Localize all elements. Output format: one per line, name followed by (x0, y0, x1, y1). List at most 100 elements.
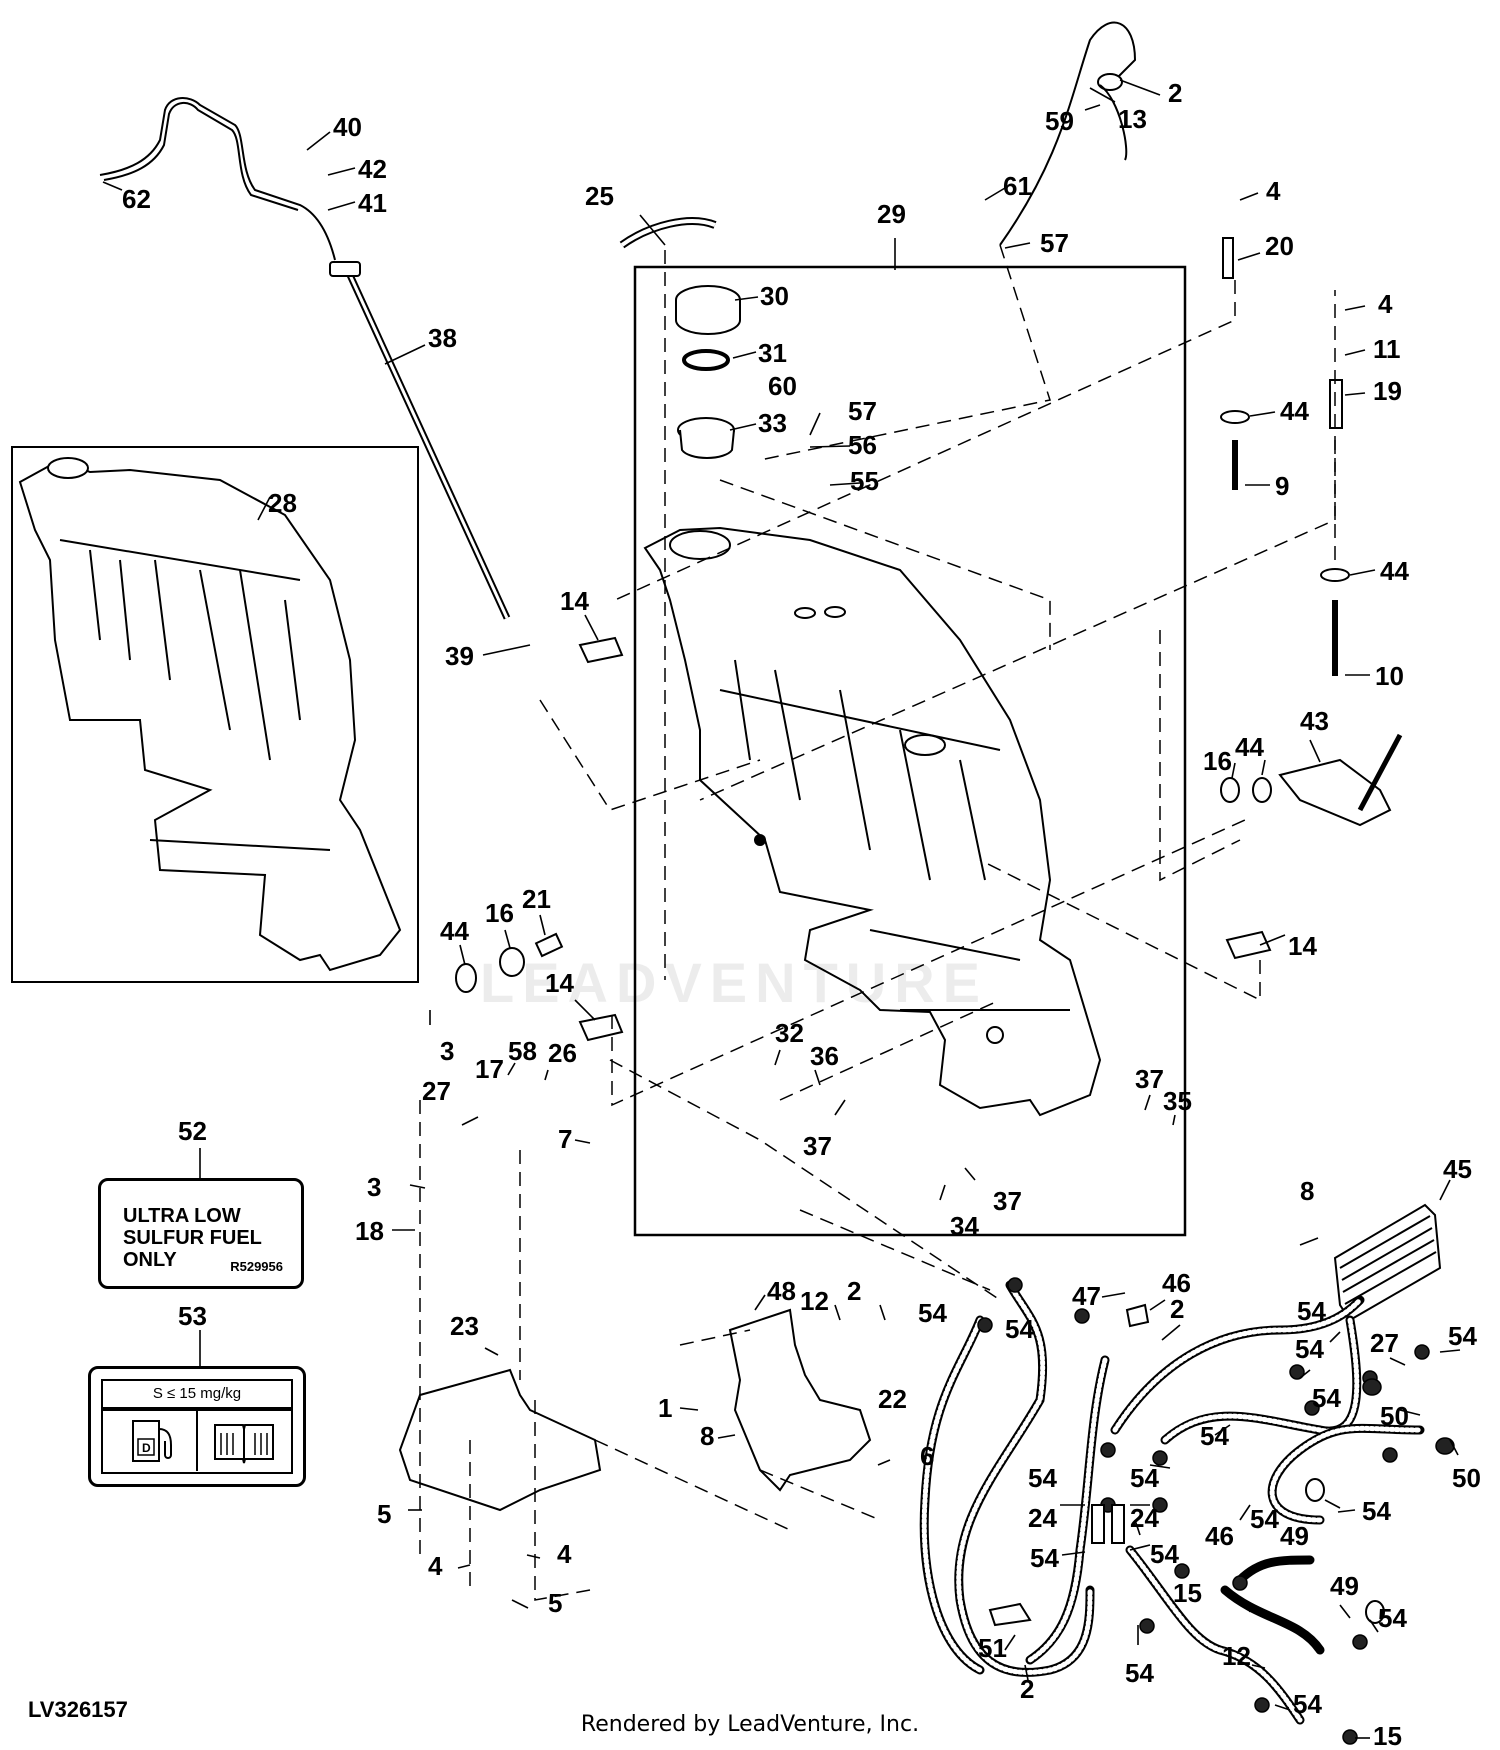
callout-61: 61 (1003, 171, 1032, 201)
callout-54: 54 (1297, 1296, 1326, 1326)
callout-12: 12 (1222, 1641, 1251, 1671)
callout-labels: 2 13 59 61 57 40 42 41 62 38 25 29 30 31… (122, 78, 1481, 1750)
callout-32: 32 (775, 1018, 804, 1048)
callout-12: 12 (800, 1286, 829, 1316)
callout-35: 35 (1163, 1086, 1192, 1116)
fuel-cap-30 (675, 285, 741, 335)
callout-14: 14 (545, 968, 574, 998)
callout-54: 54 (1362, 1496, 1391, 1526)
callout-5: 5 (548, 1588, 562, 1618)
callout-56: 56 (848, 430, 877, 460)
decal-part-number: R529956 (230, 1259, 283, 1274)
callout-10: 10 (1375, 661, 1404, 691)
callout-8: 8 (1300, 1176, 1314, 1206)
callout-13: 13 (1118, 104, 1147, 134)
callout-44: 44 (1235, 732, 1264, 762)
callout-18: 18 (355, 1216, 384, 1246)
dipstick-38 (329, 261, 511, 620)
callout-2: 2 (847, 1276, 861, 1306)
callout-15: 15 (1173, 1578, 1202, 1608)
callout-54: 54 (1130, 1463, 1159, 1493)
fuel-hoses (919, 1280, 1425, 1725)
decal-line-3: ONLY (123, 1249, 177, 1271)
callout-54: 54 (1312, 1383, 1341, 1413)
watermark-text: LEADVENTURE (480, 951, 989, 1014)
callout-16: 16 (485, 898, 514, 928)
spacer-21 (534, 932, 564, 958)
callout-20: 20 (1265, 231, 1294, 261)
decal-line-1: ULTRA LOW (123, 1205, 241, 1227)
callout-53: 53 (178, 1301, 207, 1331)
callout-44: 44 (440, 916, 469, 946)
callout-27: 27 (422, 1076, 451, 1106)
callout-45: 45 (1443, 1154, 1472, 1184)
callout-54: 54 (1030, 1543, 1059, 1573)
pad-14-left (578, 636, 624, 664)
decal-sulfur-spec: S ≤ 15 mg/kg D (88, 1366, 306, 1487)
callout-16: 16 (1203, 746, 1232, 776)
callout-37: 37 (993, 1186, 1022, 1216)
diesel-pump-icon: D (132, 1420, 172, 1462)
callout-14: 14 (560, 586, 589, 616)
callout-36: 36 (810, 1041, 839, 1071)
callout-54: 54 (1295, 1334, 1324, 1364)
callout-49: 49 (1330, 1571, 1359, 1601)
callout-57: 57 (1040, 228, 1069, 258)
callout-47: 47 (1072, 1281, 1101, 1311)
washer-44 (455, 963, 477, 993)
callout-41: 41 (358, 188, 387, 218)
callout-4: 4 (1266, 176, 1281, 206)
callout-34: 34 (950, 1211, 979, 1241)
callout-54: 54 (1005, 1314, 1034, 1344)
manual-book-icon (214, 1424, 274, 1464)
callout-43: 43 (1300, 706, 1329, 736)
hose-clamps-54 (977, 1277, 1430, 1745)
figure-id: LV326157 (28, 1697, 128, 1722)
callout-21: 21 (522, 884, 551, 914)
callout-11: 11 (1373, 334, 1401, 364)
callout-5: 5 (377, 1499, 391, 1529)
decal-spec-text: S ≤ 15 mg/kg (101, 1379, 293, 1409)
callout-55: 55 (850, 466, 879, 496)
callout-54: 54 (918, 1298, 947, 1328)
callout-1: 1 (658, 1393, 672, 1423)
callout-14: 14 (1288, 931, 1317, 961)
callout-52: 52 (178, 1116, 207, 1146)
fuel-cooler-45 (1333, 1203, 1442, 1322)
callout-59: 59 (1045, 106, 1074, 136)
callout-2: 2 (1168, 78, 1182, 108)
spacer-19 (1329, 379, 1343, 429)
callout-30: 30 (760, 281, 789, 311)
fuel-tank-main-illustration (643, 526, 1102, 1117)
callout-50: 50 (1452, 1463, 1481, 1493)
callout-9: 9 (1275, 471, 1289, 501)
decal-ultra-low-sulfur-fuel: ULTRA LOW SULFUR FUEL ONLY R529956 (98, 1178, 304, 1289)
callout-50: 50 (1380, 1401, 1409, 1431)
callout-28: 28 (268, 488, 297, 518)
callout-17: 17 (475, 1054, 504, 1084)
svg-text:D: D (142, 1441, 151, 1455)
fuel-tank-28-illustration (18, 457, 402, 972)
callout-44: 44 (1380, 556, 1409, 586)
callout-4: 4 (557, 1539, 572, 1569)
callout-25: 25 (585, 181, 614, 211)
callout-3: 3 (440, 1036, 454, 1066)
grommet-16 (499, 947, 525, 977)
callout-4: 4 (428, 1551, 443, 1581)
pad-14-right (1225, 930, 1272, 960)
callout-15: 15 (1373, 1721, 1402, 1750)
callout-24: 24 (1130, 1503, 1159, 1533)
callout-54: 54 (1150, 1539, 1179, 1569)
callout-19: 19 (1373, 376, 1402, 406)
callout-42: 42 (358, 154, 387, 184)
decal-text: ULTRA LOW SULFUR FUEL ONLY (123, 1205, 273, 1271)
callout-2: 2 (1020, 1674, 1034, 1704)
callout-44: 44 (1280, 396, 1309, 426)
clip-46 (1125, 1303, 1150, 1328)
callout-54: 54 (1028, 1463, 1057, 1493)
callout-58: 58 (508, 1036, 537, 1066)
callout-31: 31 (758, 338, 787, 368)
callout-54: 54 (1448, 1321, 1477, 1351)
callout-46: 46 (1205, 1521, 1234, 1551)
